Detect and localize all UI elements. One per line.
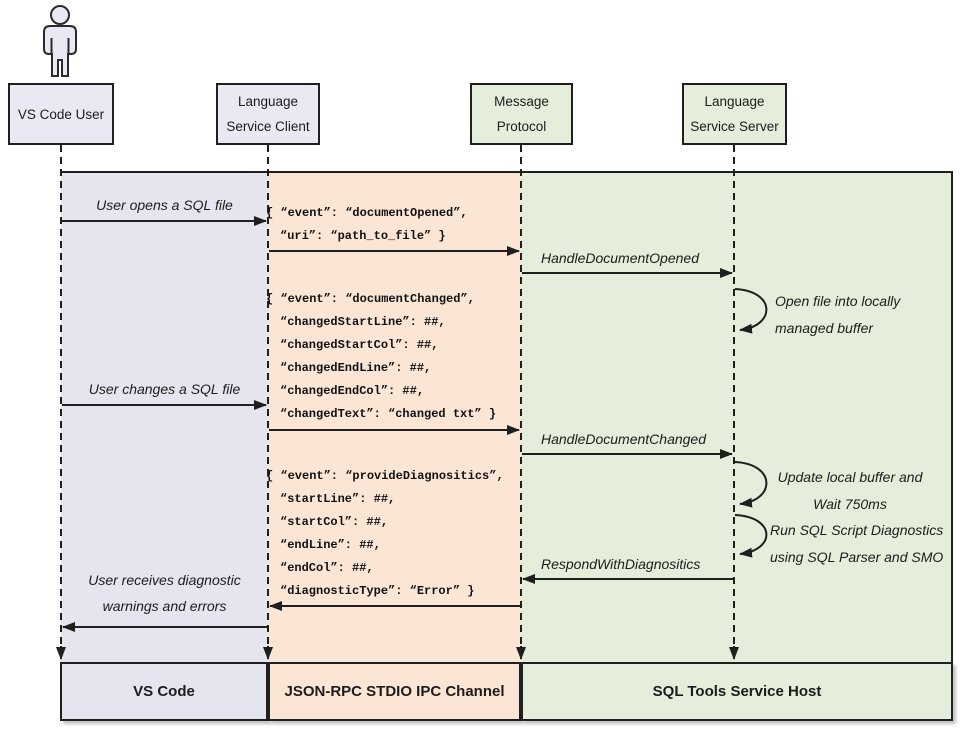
actor-label: Service Server <box>690 119 779 134</box>
payload-line: “changedStartLine”: ##, <box>280 315 446 329</box>
actor-box-vscode-user: VS Code User <box>8 83 114 145</box>
actor-box-language-service-server: Language Service Server <box>682 83 787 145</box>
payload-line: “endCol”: ##, <box>280 561 374 575</box>
label-user-opens: User opens a SQL file <box>96 197 233 213</box>
payload-provide-diagnostics: { “event”: “provideDiagnositics”, “start… <box>266 465 519 603</box>
payload-line: “endLine”: ##, <box>280 538 381 552</box>
payload-line: “changedText”: “changed txt” } <box>280 407 497 421</box>
payload-document-opened: { “event”: “documentOpened”, “uri”: “pat… <box>266 202 519 248</box>
label-handle-document-opened: HandleDocumentOpened <box>541 250 699 266</box>
payload-line: “startCol”: ##, <box>280 515 389 529</box>
actor-label: Message <box>494 94 549 109</box>
lane-title: JSON-RPC STDIO IPC Channel <box>284 683 505 700</box>
actor-label: Language <box>704 94 765 109</box>
note-run-diagnostics-line2: using SQL Parser and SMO <box>770 549 944 565</box>
payload-line: “uri”: “path_to_file” } <box>280 229 446 243</box>
actor-label: Language <box>237 94 299 109</box>
note-open-file-line1: Open file into locally <box>775 293 901 309</box>
note-open-file-line2: managed buffer <box>775 320 874 336</box>
actor-box-message-protocol: Message Protocol <box>470 83 573 145</box>
payload-line: { “event”: “documentChanged”, <box>266 292 475 306</box>
actor-box-language-service-client: Language Service Client <box>216 83 320 145</box>
lane-box-sqltools-host: SQL Tools Service Host <box>521 662 953 721</box>
label-handle-document-changed: HandleDocumentChanged <box>541 431 706 447</box>
user-actor-icon <box>43 5 77 77</box>
payload-line: “changedEndLine”: ##, <box>280 361 432 375</box>
payload-line: “diagnosticType”: “Error” } <box>280 584 475 598</box>
lane-title: VS Code <box>133 683 195 700</box>
payload-line: “changedEndCol”: ##, <box>280 384 425 398</box>
actor-label: VS Code User <box>17 106 105 122</box>
vscode-lane-band <box>61 171 268 662</box>
lane-box-vscode: VS Code <box>60 662 268 721</box>
label-respond-with-diagnostics: RespondWithDiagnositics <box>541 556 701 572</box>
actor-label: Protocol <box>496 119 547 134</box>
note-run-diagnostics-line1: Run SQL Script Diagnostics <box>770 522 944 538</box>
payload-line: { “event”: “documentOpened”, <box>266 206 468 220</box>
payload-line: “startLine”: ##, <box>280 492 396 506</box>
jsonrpc-lane-band <box>268 171 521 662</box>
payload-line: “changedStartCol”: ##, <box>280 338 439 352</box>
note-update-buffer-line2: Wait 750ms <box>813 496 887 512</box>
sqltools-lane-band <box>521 171 953 662</box>
payload-document-changed: { “event”: “documentChanged”, “changedSt… <box>266 288 519 426</box>
payload-line: { “event”: “provideDiagnositics”, <box>266 469 504 483</box>
lane-title: SQL Tools Service Host <box>652 683 822 700</box>
label-user-changes: User changes a SQL file <box>88 381 241 397</box>
label-user-receives-line2: warnings and errors <box>102 598 227 614</box>
lane-box-jsonrpc-channel: JSON-RPC STDIO IPC Channel <box>268 662 521 721</box>
actor-label: Service Client <box>226 119 310 134</box>
label-user-receives-line1: User receives diagnostic <box>88 572 241 588</box>
note-update-buffer-line1: Update local buffer and <box>777 469 923 485</box>
